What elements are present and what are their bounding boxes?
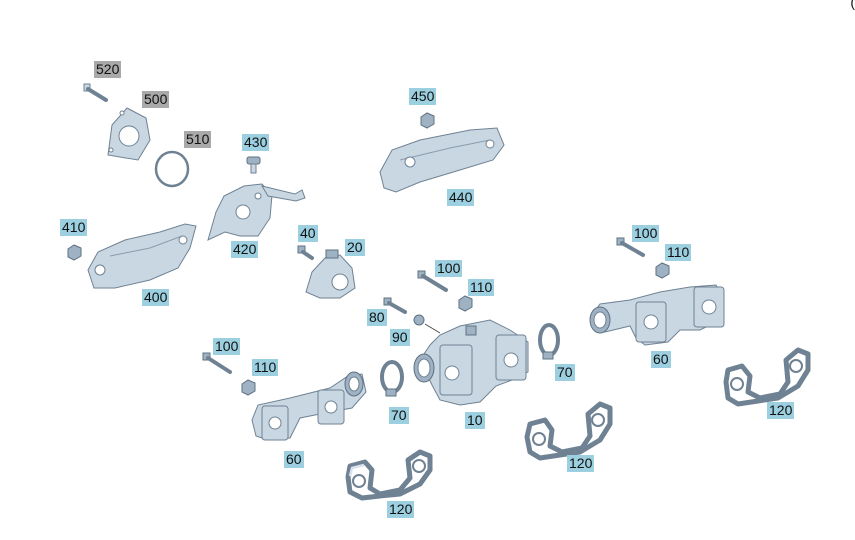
callout-520[interactable]: 520 xyxy=(94,61,122,78)
heat-shield-440 xyxy=(379,127,505,193)
seal-ring-510 xyxy=(154,150,190,188)
callout-450[interactable]: 450 xyxy=(409,88,437,105)
callout-120-right[interactable]: 120 xyxy=(767,402,795,419)
callout-120-bottom[interactable]: 120 xyxy=(387,501,415,518)
clamp-70-right xyxy=(538,323,560,360)
bracket-420 xyxy=(207,183,306,241)
flange-20 xyxy=(305,249,356,299)
callout-80[interactable]: 80 xyxy=(367,309,387,326)
screw-430 xyxy=(246,156,261,174)
callout-90[interactable]: 90 xyxy=(390,329,410,346)
manifold-60-right xyxy=(589,284,725,346)
bolt-100-middle xyxy=(417,270,448,292)
callout-410[interactable]: 410 xyxy=(60,219,88,236)
cover-plate-500 xyxy=(107,107,151,161)
callout-440[interactable]: 440 xyxy=(447,189,475,206)
manifold-60-left xyxy=(251,371,367,441)
corner-mark: ( xyxy=(850,0,855,10)
bolt-40 xyxy=(297,245,314,260)
callout-500[interactable]: 500 xyxy=(142,91,170,108)
heat-shield-400 xyxy=(87,223,197,289)
nut-110-middle xyxy=(458,295,473,312)
gasket-120-bottom xyxy=(345,449,433,501)
nut-110-right xyxy=(655,262,670,279)
central-housing-10 xyxy=(413,319,529,406)
callout-40[interactable]: 40 xyxy=(298,225,318,242)
callout-70-left[interactable]: 70 xyxy=(389,407,409,424)
callout-100-right[interactable]: 100 xyxy=(632,225,660,242)
washer-90 xyxy=(413,314,425,326)
callout-510[interactable]: 510 xyxy=(184,131,212,148)
clamp-70-left xyxy=(380,360,404,397)
callout-400[interactable]: 400 xyxy=(142,289,170,306)
callout-420[interactable]: 420 xyxy=(231,241,259,258)
callout-430[interactable]: 430 xyxy=(242,134,270,151)
callout-110-left[interactable]: 110 xyxy=(252,359,279,376)
bolt-520 xyxy=(83,83,108,102)
callout-70-right[interactable]: 70 xyxy=(555,364,575,381)
gasket-120-right xyxy=(723,347,811,407)
nut-450 xyxy=(420,112,435,129)
callout-60-left[interactable]: 60 xyxy=(284,451,304,468)
nut-110-left xyxy=(241,379,256,396)
gasket-120-middle xyxy=(524,401,613,461)
nut-410 xyxy=(67,244,82,261)
callout-110-middle[interactable]: 110 xyxy=(468,279,495,296)
callout-20[interactable]: 20 xyxy=(345,239,365,256)
callout-110-right[interactable]: 110 xyxy=(665,244,692,261)
bolt-80 xyxy=(383,297,407,314)
callout-100-left[interactable]: 100 xyxy=(213,338,241,355)
callout-100-middle[interactable]: 100 xyxy=(435,260,463,277)
callout-10[interactable]: 10 xyxy=(465,412,485,429)
callout-120-middle[interactable]: 120 xyxy=(567,455,595,472)
bolt-100-left xyxy=(202,352,232,374)
bolt-100-right xyxy=(616,237,645,257)
callout-60-right[interactable]: 60 xyxy=(651,351,671,368)
